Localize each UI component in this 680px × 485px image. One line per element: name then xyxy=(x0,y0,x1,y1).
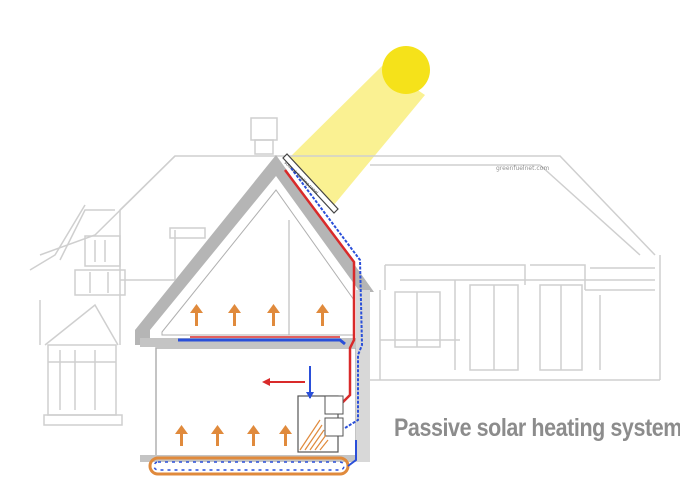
upper-floor-pipe xyxy=(178,338,346,346)
solar-panel-icon xyxy=(282,153,339,214)
warm-air-arrow-icon xyxy=(190,304,203,326)
warm-air-arrows-upper xyxy=(190,304,329,326)
warm-air-arrows-lower xyxy=(175,425,292,446)
warm-air-arrow-icon xyxy=(316,304,329,326)
underfloor-heating-loop xyxy=(148,440,357,476)
cold-air-duct xyxy=(290,167,364,429)
sun-icon xyxy=(382,46,430,94)
diagram-caption: Passive solar heating system xyxy=(394,414,680,442)
warm-air-arrow-icon xyxy=(267,304,280,326)
watermark: greenfuelnet.com xyxy=(496,165,550,172)
warm-air-arrow-icon xyxy=(247,425,260,446)
sun-ray xyxy=(287,66,425,206)
house-outline xyxy=(29,117,661,426)
warm-air-arrow-icon xyxy=(228,304,241,326)
warm-air-arrow-icon xyxy=(211,425,224,446)
warm-air-arrow-icon xyxy=(175,425,188,446)
warm-air-arrow-icon xyxy=(279,425,292,446)
heat-exchanger-icon xyxy=(262,366,344,453)
